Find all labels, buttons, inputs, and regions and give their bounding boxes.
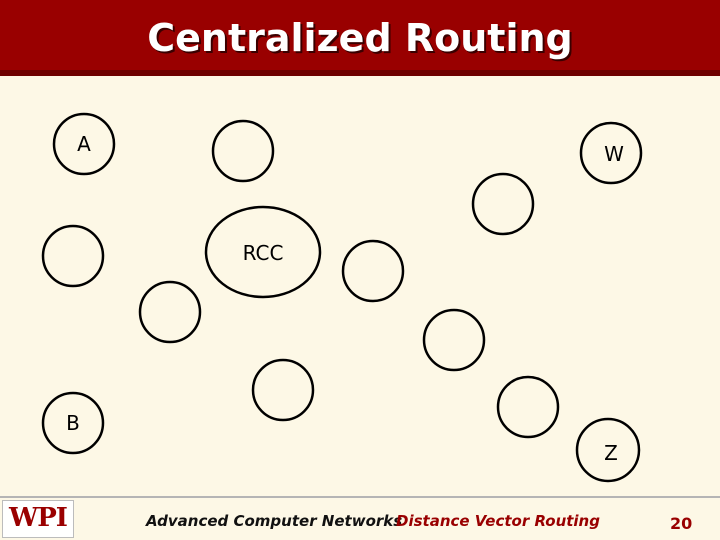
node-unlabeled-3 bbox=[41, 224, 105, 288]
footer-course: Advanced Computer Networks bbox=[146, 512, 403, 530]
node-unlabeled-2 bbox=[471, 172, 535, 236]
wpi-logo: WPI bbox=[2, 500, 74, 538]
slide-title: Centralized Routing bbox=[147, 16, 573, 60]
node-z: Z bbox=[575, 417, 641, 483]
node-unlabeled-8 bbox=[496, 375, 560, 439]
title-bar bbox=[0, 0, 720, 76]
node-w-label: W bbox=[604, 142, 624, 166]
footer-divider bbox=[0, 496, 720, 498]
node-unlabeled-6 bbox=[422, 308, 486, 372]
node-b: B bbox=[41, 391, 105, 455]
footer-topic: Distance Vector Routing bbox=[396, 512, 600, 530]
page-number: 20 bbox=[670, 514, 693, 533]
node-unlabeled-1 bbox=[211, 119, 275, 183]
node-a: A bbox=[52, 112, 116, 176]
node-unlabeled-4 bbox=[341, 239, 405, 303]
title-bar-shadow bbox=[0, 70, 720, 76]
node-unlabeled-5 bbox=[138, 280, 202, 344]
node-unlabeled-7 bbox=[251, 358, 315, 422]
node-w: W bbox=[579, 121, 643, 185]
node-rcc-label: RCC bbox=[243, 241, 284, 265]
node-b-label: B bbox=[66, 411, 80, 435]
node-z-label: Z bbox=[604, 441, 618, 465]
node-a-label: A bbox=[77, 132, 91, 156]
node-rcc: RCC bbox=[204, 205, 322, 299]
wpi-logo-text: WPI bbox=[9, 503, 68, 533]
